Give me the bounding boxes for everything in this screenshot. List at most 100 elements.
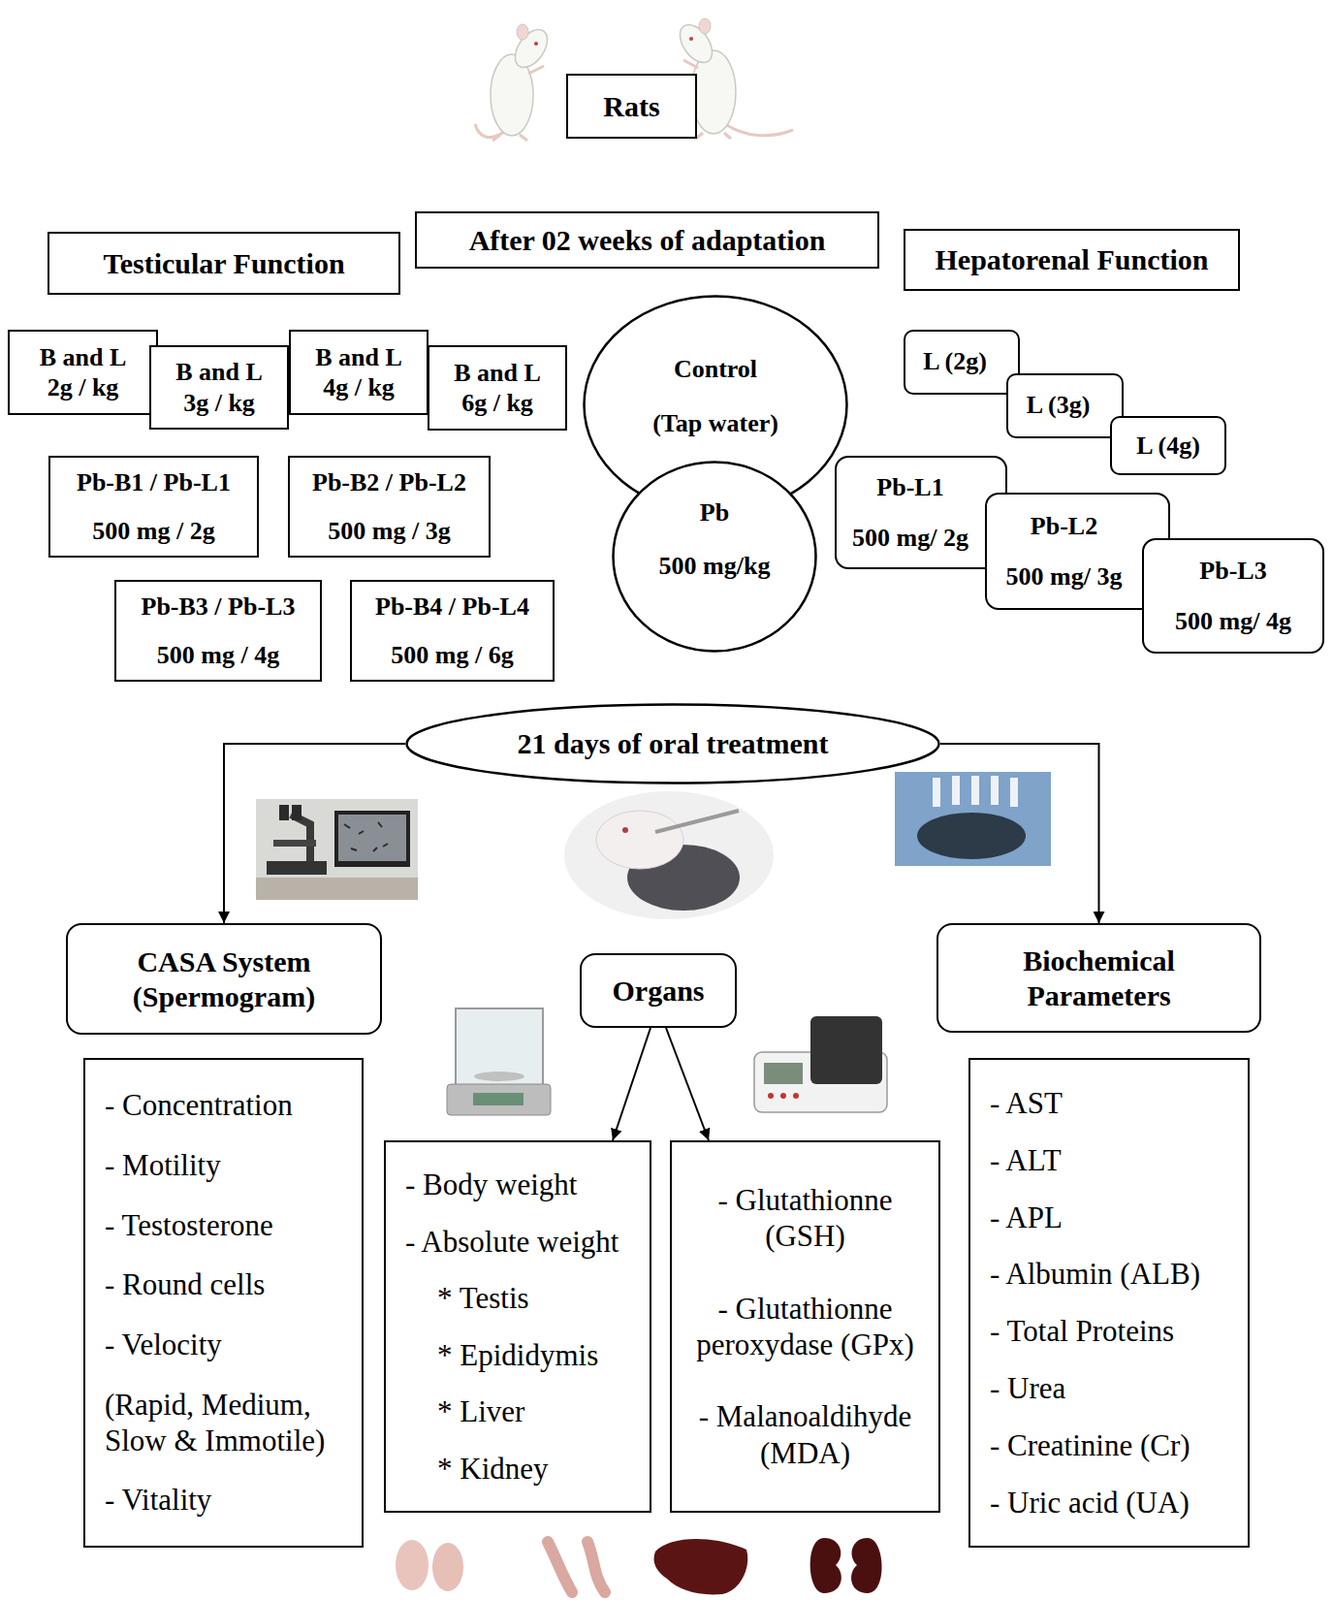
box-label: Pb-B4 / Pb-L4 [375, 591, 530, 622]
box-label: L (2g) [922, 346, 987, 377]
method-box: Biochemical Parameters [936, 922, 1262, 1033]
rat-tail [725, 124, 794, 136]
spectrophotometer-button [767, 1092, 774, 1099]
box-label: 500 mg / 3g [327, 515, 450, 546]
section-header: Hepatorenal Function [903, 228, 1240, 291]
box-label: 500 mg / 2g [92, 515, 215, 546]
gavage-needle [655, 810, 739, 832]
box-label: Organs [611, 973, 704, 1009]
box-label: 500 mg/ 4g [1174, 605, 1292, 636]
list-item: - Total Proteins [989, 1312, 1175, 1349]
box-label: Hepatorenal Function [935, 242, 1209, 278]
photo-desk [255, 877, 418, 900]
list-item: - APL [989, 1199, 1063, 1236]
box-label: 500 mg/kg [659, 550, 771, 581]
box-label: After 02 weeks of adaptation [469, 222, 826, 258]
box-label: Testicular Function [102, 246, 345, 282]
box-label: 500 mg / 6g [390, 639, 513, 670]
group-box: B and L 4g / kg [288, 329, 429, 415]
sample-tube [1010, 777, 1018, 807]
list-item: - Malanoaldihyde (MDA) [683, 1397, 927, 1470]
arrow-connector [223, 743, 406, 923]
rat-body [691, 50, 736, 134]
rat-eye [534, 41, 539, 46]
group-box: Pb-L3500 mg/ 4g [1142, 538, 1325, 654]
list-item: - Body weight [405, 1166, 577, 1203]
group-box: B and L 6g / kg [427, 345, 568, 431]
parameter-list: - AST- ALT- APL- Albumin (ALB)- Total Pr… [968, 1057, 1250, 1548]
kidney-organ [810, 1537, 842, 1593]
ellipse-outline [407, 704, 940, 784]
balance-draft-shield [455, 1008, 543, 1086]
box-label: L (4g) [1136, 430, 1201, 461]
list-item: - AST [989, 1084, 1063, 1121]
rat-feet [492, 134, 528, 141]
list-item: - Round cells [104, 1266, 265, 1302]
list-item: - ALT [989, 1142, 1062, 1178]
rat-paw [528, 65, 544, 74]
parameter-list: - Body weight- Absolute weight* Testis* … [383, 1140, 652, 1513]
list-item: - Creatinine (Cr) [989, 1427, 1191, 1463]
list-item: - Uric acid (UA) [989, 1484, 1190, 1521]
group-box: Pb-B1 / Pb-L1 500 mg / 2g [48, 455, 259, 558]
group-box: B and L 2g / kg [7, 329, 159, 415]
list-item: - Concentration [104, 1086, 293, 1123]
arrow-connector [666, 1027, 709, 1141]
group-box: Pb-B2 / Pb-L2500 mg / 3g [287, 455, 491, 558]
photo-vignette [564, 791, 774, 920]
rat-feet [696, 132, 731, 139]
group-box: L (3g) [1006, 373, 1124, 439]
box-label: Biochemical Parameters [978, 943, 1221, 1014]
rat-paw [683, 60, 699, 68]
group-box: L (4g) [1110, 415, 1227, 476]
microscope-eyepiece [279, 804, 289, 821]
list-item: - Glutathionne peroxydase (GPx) [683, 1290, 927, 1363]
list-item: - Urea [989, 1369, 1066, 1406]
box-label: 500 mg/ 3g [1006, 561, 1123, 592]
box-label: (Tap water) [652, 408, 779, 439]
spectrophotometer-button [793, 1092, 799, 1099]
rat-eye [689, 36, 694, 41]
list-item: * Testis [405, 1279, 530, 1316]
list-item: * Epididymis [405, 1336, 599, 1373]
parameter-list: - Concentration- Motility- Testosterone-… [83, 1057, 364, 1548]
sperm-image [344, 822, 388, 852]
rat-ear [698, 18, 711, 34]
box-label: 21 days of oral treatment [516, 726, 828, 762]
sample-tube [952, 775, 960, 805]
title-box: Rats [566, 73, 698, 139]
list-item: - Vitality [104, 1481, 212, 1518]
step-box: After 02 weeks of adaptation [414, 211, 880, 269]
box-label: Control [673, 353, 758, 384]
list-item: - Testosterone [104, 1206, 274, 1243]
parameter-list: - Glutathionne (GSH) - Glutathionne perox… [669, 1140, 941, 1513]
spectrophotometer-lid [810, 1015, 883, 1084]
list-item: * Kidney [405, 1450, 549, 1487]
spectrophotometer-display [763, 1062, 803, 1084]
list-item: - Glutathionne (GSH) [683, 1181, 927, 1254]
monitor-screen [338, 814, 407, 861]
box-label: Pb-B1 / Pb-L1 [76, 467, 231, 498]
liver-organ [654, 1538, 749, 1594]
box-label: 500 mg/ 2g [852, 522, 969, 553]
microscope-base [266, 860, 327, 875]
group-box: L (2g) [903, 329, 1020, 395]
group-box: B and L 3g / kg [149, 345, 289, 430]
monitor [334, 810, 411, 867]
arrow-connector [940, 743, 1100, 923]
ellipse-outline [613, 462, 817, 652]
balance-pan [474, 1071, 525, 1081]
box-label: Rats [603, 89, 660, 125]
box-label: B and L 2g / kg [30, 342, 137, 403]
group-box: Pb-B4 / Pb-L4 500 mg / 6g [349, 579, 555, 682]
box-label: Pb-L2 [1030, 510, 1098, 541]
balance-base [446, 1083, 551, 1115]
box-label: Pb-B3 / Pb-L3 [141, 591, 296, 622]
kidney-organ [851, 1537, 883, 1593]
box-label: Pb-L1 [876, 472, 944, 503]
microscope-eyepiece [291, 804, 302, 821]
sample-tube [971, 775, 980, 805]
rat-head [596, 810, 684, 869]
rat-head [508, 24, 555, 74]
microscope-stage [273, 839, 317, 847]
